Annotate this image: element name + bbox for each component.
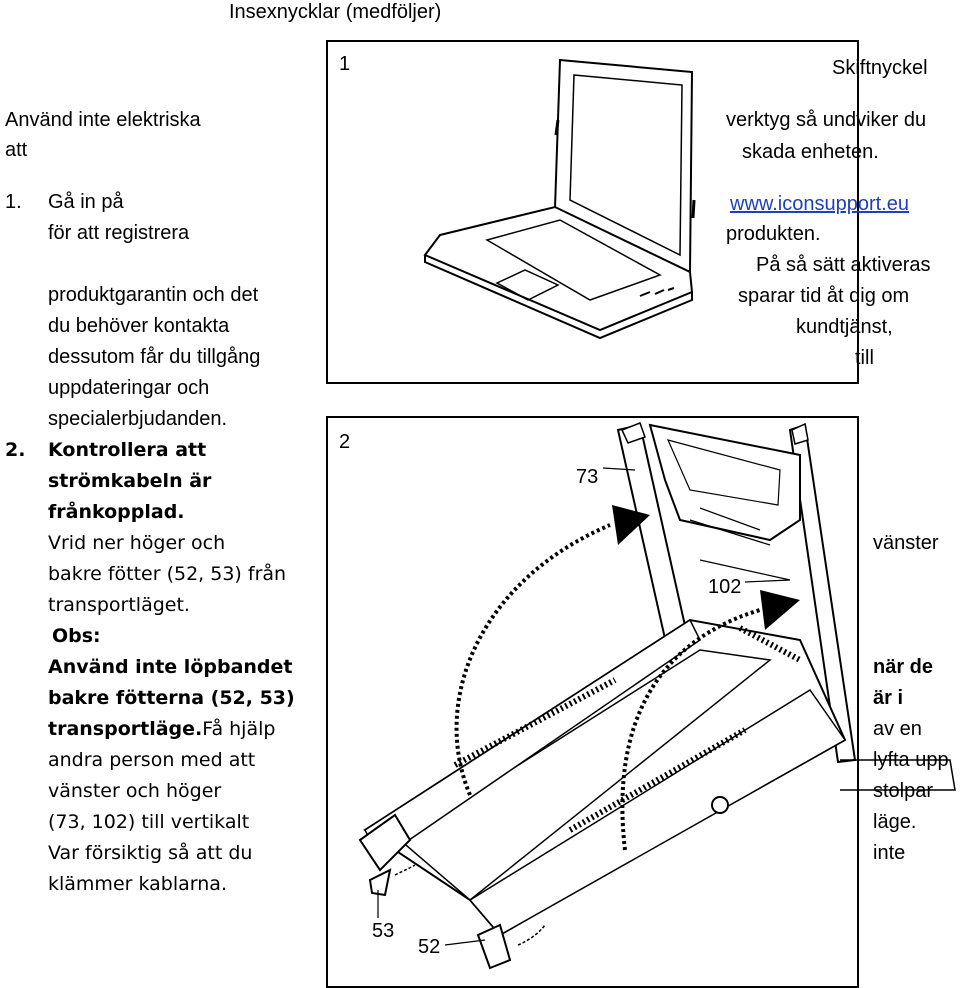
right-line-5: sparar tid åt dig om <box>738 285 910 307</box>
part-53-label: 53 <box>372 920 395 942</box>
note-line-mixed: transportläge.Få hjälp <box>48 717 275 741</box>
right-col-bold: är i <box>873 687 904 709</box>
warning-line-1: Använd inte elektriska <box>5 109 201 131</box>
right-col-line: läge. <box>873 811 917 833</box>
step-1-text-b: för att registrera <box>48 222 190 244</box>
para-line: specialerbjudanden. <box>48 408 228 430</box>
step-2-bold-line: Kontrollera att <box>48 439 207 461</box>
part-52-label: 52 <box>418 936 441 958</box>
support-link[interactable]: www.iconsupport.eu <box>730 193 909 215</box>
right-line-7: till <box>855 347 874 369</box>
note-bold-line: transportläge. <box>48 718 203 740</box>
para-line: uppdateringar och <box>48 377 210 399</box>
right-line-6: kundtjänst, <box>796 316 893 338</box>
right-col-top: vänster <box>873 532 939 554</box>
step-2-line: transportläget. <box>48 594 190 616</box>
wrench-label: Skiftnyckel <box>832 57 928 79</box>
part-102-label: 102 <box>708 576 742 598</box>
tools-header: Insexnycklar (medföljer) <box>229 1 442 23</box>
note-bold-line: Använd inte löpbandet <box>48 656 293 678</box>
part-73-label: 73 <box>576 466 599 488</box>
warning-line-2: att <box>5 139 28 161</box>
note-after: Få hjälp <box>202 718 276 740</box>
para-line: dessutom får du tillgång <box>48 346 261 368</box>
right-line-3: produkten. <box>726 223 821 245</box>
note-line: vänster och höger <box>48 780 222 802</box>
note-line: andra person med att <box>48 749 256 771</box>
figure-1-label: 1 <box>339 53 351 75</box>
step-2-bold-line: strömkabeln är <box>48 470 212 492</box>
right-line-1: verktyg så undviker du <box>726 109 927 131</box>
right-line-2: skada enheten. <box>742 141 879 163</box>
para-line: du behöver kontakta <box>48 315 230 337</box>
right-col-line: stolpar <box>873 780 934 802</box>
right-col-line: inte <box>873 842 906 864</box>
para-line: produktgarantin och det <box>48 284 259 306</box>
step-1-text-a: Gå in på <box>48 191 124 213</box>
step-2-line: Vrid ner höger och <box>48 532 226 554</box>
note-line: (73, 102) till vertikalt <box>48 811 250 833</box>
figure-2-label: 2 <box>339 431 351 453</box>
step-2-number: 2. <box>5 439 26 461</box>
note-line: klämmer kablarna. <box>48 873 227 895</box>
right-col-line: lyfta upp <box>873 749 949 771</box>
step-1-number: 1. <box>5 191 22 213</box>
right-col-bold: när de <box>873 656 934 678</box>
note-line: Var försiktig så att du <box>48 842 253 864</box>
right-col-line: av en <box>873 718 922 740</box>
note-label: Obs: <box>52 625 101 647</box>
right-line-4: På så sätt aktiveras <box>756 254 931 276</box>
note-bold-line: bakre fötterna (52, 53) <box>48 687 295 709</box>
step-2-bold-line: frånkopplad. <box>48 501 185 523</box>
step-2-line: bakre fötter (52, 53) från <box>48 563 287 585</box>
